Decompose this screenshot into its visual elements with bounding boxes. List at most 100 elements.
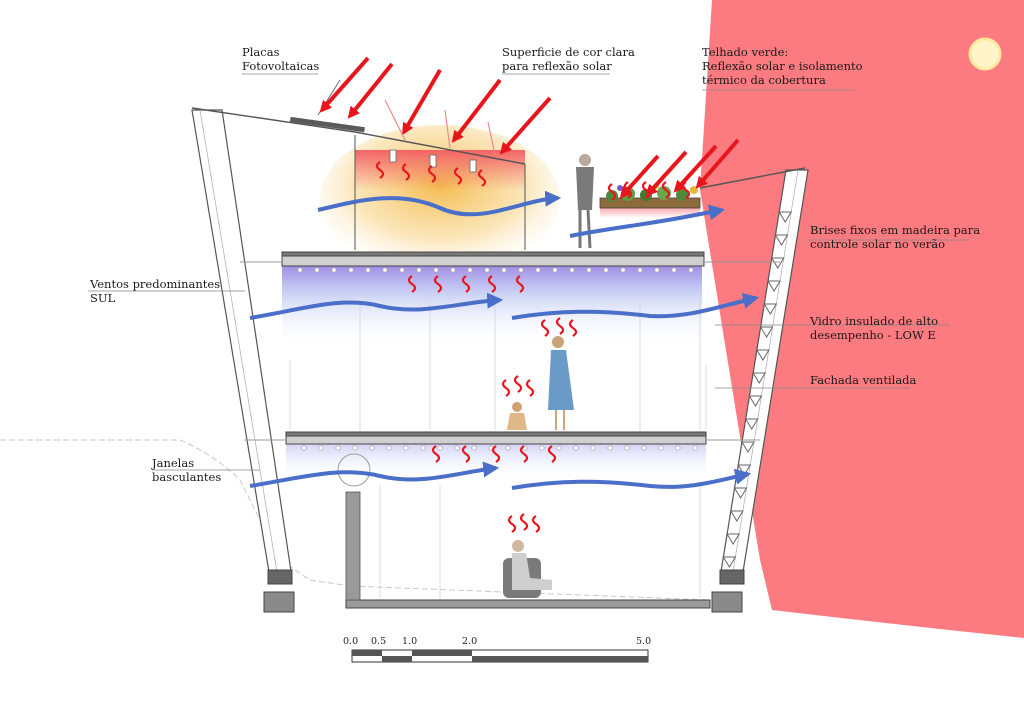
sun-ray-8 xyxy=(673,144,718,193)
duct-lower-7 xyxy=(403,445,409,451)
brise-5 xyxy=(763,303,778,315)
heat-squiggle-8 xyxy=(461,275,471,293)
duct-lower-23 xyxy=(675,445,681,451)
scale-tick-5: 5.0 xyxy=(636,636,652,647)
scale-tick-1: 1.0 xyxy=(402,636,418,647)
duct-lower-13 xyxy=(505,445,511,451)
duct-lower-24 xyxy=(692,445,698,451)
heat-squiggle-3 xyxy=(427,165,437,183)
wind-arrow-2 xyxy=(569,204,726,238)
duct-lower-18 xyxy=(590,445,596,451)
brise-14 xyxy=(729,510,744,522)
sun-zone xyxy=(700,0,1024,638)
child-sitting xyxy=(507,402,527,430)
duct-upper-12 xyxy=(484,267,490,273)
duct-upper-21 xyxy=(637,267,643,273)
heat-squiggle-5 xyxy=(477,169,487,187)
sun-ray-2 xyxy=(347,62,394,119)
duct-upper-24 xyxy=(688,267,694,273)
heat-squiggle-28 xyxy=(661,181,671,199)
middle-floor-slab xyxy=(244,431,760,445)
duct-lower-22 xyxy=(658,445,664,451)
heat-squiggle-16 xyxy=(525,379,535,397)
brise-8 xyxy=(752,372,767,384)
brise-7 xyxy=(755,349,770,361)
sun-ray-1 xyxy=(319,56,370,113)
wind-arrow-4 xyxy=(511,292,760,320)
duct-lower-8 xyxy=(420,445,426,451)
brise-11 xyxy=(741,441,755,453)
scale-tick-0-5: 0.5 xyxy=(371,636,387,647)
heat-squiggle-12 xyxy=(555,317,565,335)
duct-upper-9 xyxy=(433,267,439,273)
wind-arrow-3 xyxy=(249,292,504,320)
heat-squiggle-4 xyxy=(453,167,463,185)
duct-lower-15 xyxy=(539,445,545,451)
duct-lower-20 xyxy=(624,445,630,451)
wind-arrow-1 xyxy=(317,190,562,217)
duct-upper-19 xyxy=(603,267,609,273)
brise-2 xyxy=(774,234,789,246)
label-fachada-ventilada: Fachada ventilada xyxy=(810,373,917,387)
sun-ray-9 xyxy=(695,138,740,189)
brise-13 xyxy=(733,487,748,499)
upper-floor-slab xyxy=(240,251,780,267)
heat-squiggle-13 xyxy=(568,319,578,337)
heat-squiggle-24 xyxy=(531,515,541,533)
ground-floor-column xyxy=(345,491,361,601)
duct-upper-16 xyxy=(552,267,558,273)
duct-lower-4 xyxy=(352,445,358,451)
sun-ray-4 xyxy=(451,78,502,143)
roof-clerestory xyxy=(389,149,477,173)
duct-upper-5 xyxy=(365,267,371,273)
heat-squiggles xyxy=(375,161,691,533)
left-wall xyxy=(191,109,293,579)
label-telhado-verde: Telhado verde:Reflexão solar e isolament… xyxy=(702,45,863,87)
duct-upper-20 xyxy=(620,267,626,273)
brise-15 xyxy=(726,533,741,545)
heat-squiggle-21 xyxy=(547,445,557,463)
heat-squiggle-6 xyxy=(407,275,417,293)
duct-lower-1 xyxy=(301,445,307,451)
heat-squiggle-14 xyxy=(501,379,511,397)
heat-squiggle-22 xyxy=(507,515,517,533)
brise-9 xyxy=(748,395,763,407)
person-standing-roof xyxy=(576,154,594,249)
man-in-armchair xyxy=(503,540,552,598)
heat-squiggle-9 xyxy=(487,275,497,293)
basculante-window xyxy=(337,453,371,487)
scale-bar xyxy=(351,649,649,663)
heat-squiggle-11 xyxy=(540,319,550,337)
duct-lower-11 xyxy=(471,445,477,451)
cool-zone-upper xyxy=(282,266,702,346)
duct-lower-6 xyxy=(386,445,392,451)
duct-upper-18 xyxy=(586,267,592,273)
heat-squiggle-7 xyxy=(433,275,443,293)
interior-glazing-lines xyxy=(289,300,707,598)
sun-ray-7 xyxy=(645,150,688,197)
heat-squiggle-18 xyxy=(461,445,471,463)
heat-squiggle-17 xyxy=(431,445,441,463)
brise-4 xyxy=(767,280,781,292)
heat-squiggle-20 xyxy=(519,445,529,463)
duct-lower-19 xyxy=(607,445,613,451)
brise-6 xyxy=(759,326,774,338)
heat-squiggle-26 xyxy=(623,181,633,199)
heat-squiggle-10 xyxy=(515,275,525,293)
duct-lower-17 xyxy=(573,445,579,451)
scale-tick-2: 2.0 xyxy=(462,636,478,647)
duct-upper-2 xyxy=(314,267,320,273)
foundation-footings xyxy=(263,569,745,613)
duct-upper-7 xyxy=(399,267,405,273)
duct-upper-8 xyxy=(416,267,422,273)
person-woman-standing xyxy=(548,336,574,430)
brise-3 xyxy=(770,257,785,269)
duct-upper-23 xyxy=(671,267,677,273)
sun-ray-3 xyxy=(402,68,442,136)
heat-squiggle-19 xyxy=(491,445,501,463)
